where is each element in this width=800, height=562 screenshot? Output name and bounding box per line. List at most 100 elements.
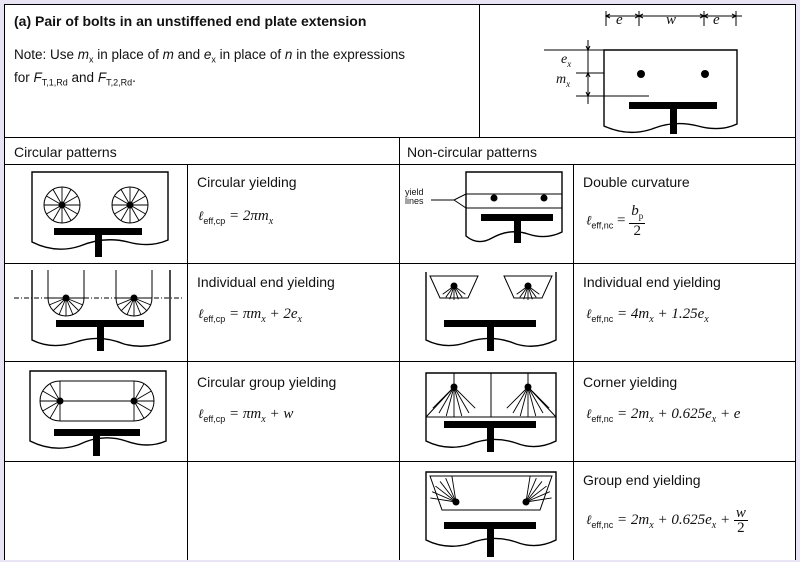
fraction-numerator: bp <box>629 203 646 224</box>
formula-subscript: eff,nc <box>591 519 614 530</box>
yield-line <box>527 386 550 409</box>
formula-subscript: x <box>649 519 654 531</box>
formula-term: b <box>631 203 639 219</box>
dim-subscript: x <box>566 78 571 89</box>
grid-line <box>4 263 796 264</box>
dim-label: w <box>666 12 677 28</box>
grid-line <box>4 461 796 462</box>
yield-line <box>435 485 457 503</box>
yield-line <box>453 386 463 417</box>
note-symbol: F <box>33 69 42 85</box>
circular-yielding-formula: ℓeff,cp = 2πmx <box>198 208 273 227</box>
yield-line <box>438 386 455 414</box>
individual-end-nc-formula: ℓeff,nc = 4mx + 1.25ex <box>586 306 709 325</box>
circular-group-title: Circular group yielding <box>197 374 337 390</box>
yield-lines-label: yield lines <box>405 187 424 206</box>
individual-end-circ-title: Individual end yielding <box>197 274 335 290</box>
circular-yielding-diagram <box>31 171 169 257</box>
yield-line <box>525 485 547 503</box>
formula-term: = 4m <box>617 306 650 322</box>
yield-line <box>525 476 531 503</box>
note-subscript: x <box>211 54 216 65</box>
yield-line <box>445 386 455 417</box>
grid-line <box>4 4 796 5</box>
yield-line <box>512 386 529 414</box>
ell-symbol: ℓ <box>198 307 204 322</box>
note-text: Note: Use mx in place of m and ex in pla… <box>14 46 484 91</box>
note-segment: and <box>67 69 98 85</box>
circular-group-formula: ℓeff,cp = πmx + w <box>198 406 293 425</box>
ell-symbol: ℓ <box>198 407 204 422</box>
individual-end-nc-diagram <box>425 272 557 351</box>
formula-term: + 0.625e <box>653 511 712 528</box>
dim-subscript: x <box>567 58 572 69</box>
formula-term: = 2πm <box>229 208 269 224</box>
note-subscript: T,1,Rd <box>41 77 68 88</box>
note-segment: and <box>173 47 204 62</box>
formula-term: = πm <box>229 306 262 322</box>
note-segment: for <box>14 69 34 85</box>
yield-line <box>525 491 551 503</box>
column-header-circular: Circular patterns <box>14 144 117 160</box>
note-symbol: m <box>162 47 174 62</box>
formula-term: + e <box>716 406 741 422</box>
formula-subscript: x <box>649 414 654 425</box>
dim-symbol: e <box>561 52 568 67</box>
formula-subscript: p <box>638 211 644 221</box>
note-symbol: m <box>77 47 90 62</box>
individual-end-nc-title: Individual end yielding <box>583 274 721 290</box>
formula-term: = 2m <box>617 406 650 422</box>
bolt <box>637 70 645 78</box>
formula-term: + 0.625e <box>653 406 712 422</box>
formula-subscript: x <box>297 314 302 325</box>
yield-line <box>445 477 457 503</box>
formula-term: + 1.25e <box>653 306 705 322</box>
grid-line <box>573 164 574 560</box>
formula-subscript: eff,nc <box>591 414 614 424</box>
corner-yielding-title: Corner yielding <box>583 374 678 390</box>
grid-line <box>4 164 796 165</box>
formula-subscript: x <box>711 519 717 531</box>
formula-subscript: eff,nc <box>591 314 614 324</box>
bolt <box>701 70 709 78</box>
group-end-diagram <box>425 471 557 557</box>
individual-end-circ-diagram <box>14 270 184 351</box>
dim-symbol: m <box>556 72 567 87</box>
yield-line <box>525 481 543 503</box>
yield-line <box>453 386 476 409</box>
corner-yielding-diagram <box>425 372 557 452</box>
note-segment: in place of <box>215 47 285 62</box>
dim-label: e <box>713 12 720 28</box>
yield-line <box>527 386 544 414</box>
yield-line <box>527 386 537 417</box>
web <box>670 109 677 134</box>
yield-line <box>430 497 457 503</box>
yield-line <box>519 386 529 417</box>
note-segment: in the expressions <box>292 47 405 62</box>
formula-subscript: eff,cp <box>203 216 226 226</box>
yield-line <box>439 481 457 503</box>
yield-line <box>525 477 537 503</box>
yield-line <box>431 491 457 503</box>
group-end-title: Group end yielding <box>583 472 701 488</box>
ell-symbol: ℓ <box>586 512 592 528</box>
formula-subscript: x <box>711 414 717 425</box>
double-curvature-diagram <box>431 171 563 243</box>
note-subscript: x <box>89 54 94 65</box>
note-subscript: T,2,Rd <box>106 77 133 88</box>
ell-symbol: ℓ <box>586 307 592 322</box>
formula-term: = πm <box>229 406 262 422</box>
key-diagram <box>544 11 742 134</box>
fraction-denominator: 2 <box>737 520 745 536</box>
note-symbol: e <box>203 47 212 62</box>
grid-line <box>399 137 400 560</box>
grid-line <box>4 361 796 362</box>
formula-subscript: eff,nc <box>591 220 614 231</box>
formula-subscript: x <box>261 314 266 325</box>
yield-line <box>432 386 455 409</box>
fraction-denominator: 2 <box>633 223 642 239</box>
yield-line <box>506 386 529 409</box>
